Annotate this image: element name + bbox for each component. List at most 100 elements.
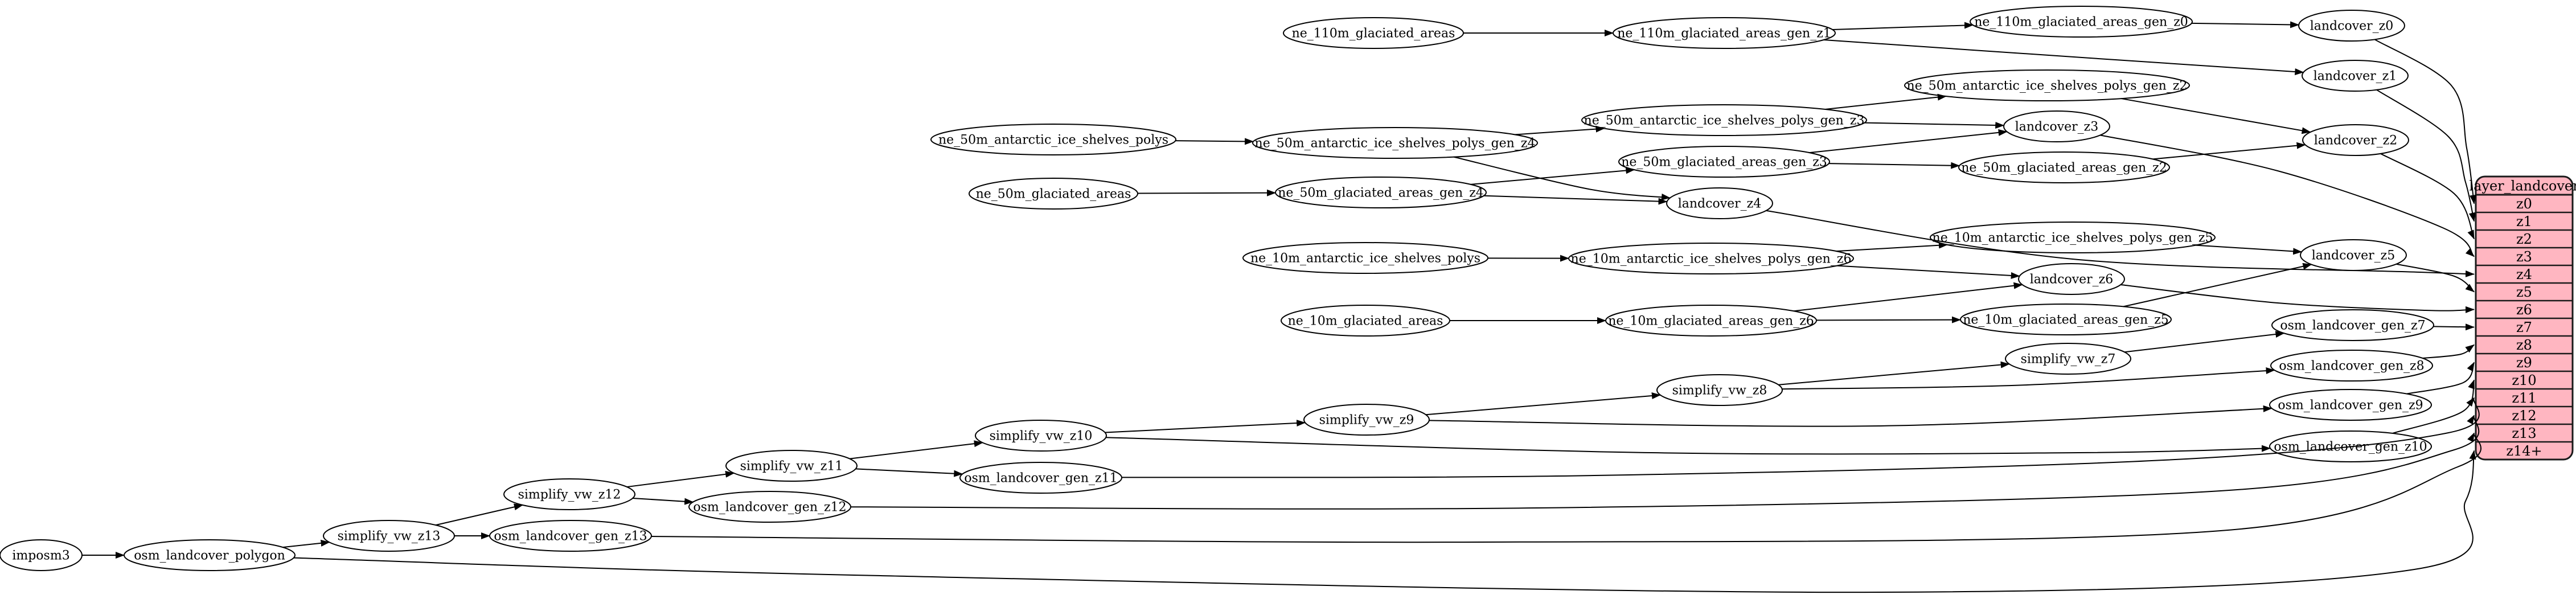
table-row-z6: z6 [2516,302,2532,318]
edge-osm_landcover_gen_z13-to-row-z13 [651,432,2481,543]
node-simplify_vw_z10 [975,420,1107,452]
node-osm_landcover_gen_z7 [2271,309,2434,341]
node-landcover_z6 [2018,263,2125,295]
edge-simplify_vw_z11-to-simplify_vw_z10 [850,440,983,460]
edge-ne_50m_antarctic_ice_shelves_polys_gen_z4-to-ne_50m_antarctic_ice_shelves_polys_gen_z3 [1515,125,1605,136]
edge-landcover_z1-to-row-z1 [2376,89,2476,222]
edge-ne_50m_glaciated_areas_gen_z3-to-landcover_z3 [1809,129,2008,154]
node-osm_landcover_gen_z9 [2269,389,2432,421]
node-label-simplify_vw_z10: simplify_vw_z10 [990,429,1093,444]
node-label-osm_landcover_gen_z11: osm_landcover_gen_z11 [964,471,1117,486]
node-label-osm_landcover_gen_z7: osm_landcover_gen_z7 [2280,319,2425,333]
edge-ne_10m_antarctic_ice_shelves_polys_gen_z6-to-landcover_z6 [1837,265,2020,279]
node-landcover_z1 [2302,60,2409,92]
edge-landcover_z4-to-row-z4 [1766,210,2475,277]
edge-simplify_vw_z8-to-simplify_vw_z7 [1778,361,2010,386]
node-label-ne_50m_glaciated_areas_gen_z2: ne_50m_glaciated_areas_gen_z2 [1961,161,2167,175]
edge-simplify_vw_z10-to-simplify_vw_z9 [1105,420,1306,433]
edge-ne_50m_antarctic_ice_shelves_polys_gen_z3-to-landcover_z3 [1864,121,2005,129]
edge-landcover_z2-to-row-z2 [2380,153,2475,240]
edge-ne_10m_antarctic_ice_shelves_polys_gen_z6-to-ne_10m_antarctic_ice_shelves_polys_gen_z5 [1836,241,1948,252]
table-row-z1: z1 [2516,214,2532,229]
edge-ne_50m_glaciated_areas_gen_z4-to-ne_50m_glaciated_areas_gen_z3 [1470,167,1635,185]
node-label-landcover_z3: landcover_z3 [2015,120,2099,134]
edge-osm_landcover_gen_z11-to-row-z11 [1121,397,2480,478]
node-label-ne_50m_glaciated_areas_gen_z4: ne_50m_glaciated_areas_gen_z4 [1278,186,1484,200]
node-label-osm_landcover_gen_z8: osm_landcover_gen_z8 [2279,359,2424,374]
node-simplify_vw_z11 [725,450,858,482]
node-label-ne_10m_antarctic_ice_shelves_polys_gen_z6: ne_10m_antarctic_ice_shelves_polys_gen_z… [1571,252,1852,266]
edge-ne_50m_antarctic_ice_shelves_polys_gen_z4-to-landcover_z4 [1453,156,1671,200]
table-row-z5: z5 [2516,284,2532,300]
edge-landcover_z5-to-row-z5 [2396,263,2475,293]
table-row-z13: z13 [2512,425,2536,441]
node-label-simplify_vw_z13: simplify_vw_z13 [338,530,441,544]
table-row-z14+: z14+ [2506,443,2542,459]
edge-osm_landcover_polygon-to-row-z14+ [293,450,2476,593]
edge-ne_50m_antarctic_ice_shelves_polys_gen_z2-to-landcover_z2 [2120,98,2311,134]
edge-osm_landcover_gen_z9-to-row-z9 [2406,362,2475,395]
edge-ne_50m_antarctic_ice_shelves_polys_gen_z3-to-ne_50m_antarctic_ice_shelves_polys_gen_z2 [1825,93,1947,110]
node-landcover_z2 [2302,124,2409,156]
graph-edges [82,21,2481,593]
node-label-ne_10m_antarctic_ice_shelves_polys: ne_10m_antarctic_ice_shelves_polys [1250,252,1480,266]
edge-osm_landcover_polygon-to-simplify_vw_z13 [282,539,330,548]
node-label-landcover_z4: landcover_z4 [1678,197,1762,211]
node-ne_10m_antarctic_ice_shelves_polys_gen_z5 [1930,222,2216,253]
edge-ne_50m_glaciated_areas_gen_z2-to-landcover_z2 [2152,142,2306,160]
edge-simplify_vw_z8-to-osm_landcover_gen_z8 [1782,367,2275,390]
node-ne_110m_glaciated_areas_gen_z0 [1970,6,2193,38]
edge-ne_10m_glaciated_areas_gen_z6-to-ne_10m_glaciated_areas_gen_z5 [1816,316,1962,323]
node-label-ne_50m_antarctic_ice_shelves_polys: ne_50m_antarctic_ice_shelves_polys [938,133,1168,147]
edge-ne_10m_glaciated_areas_gen_z5-to-landcover_z5 [2123,263,2312,307]
edge-simplify_vw_z10-to-osm_landcover_gen_z10 [1106,437,2271,455]
layer-landcover-table: layer_landcoverz0z1z2z3z4z5z6z7z8z9z10z1… [2469,175,2576,461]
node-label-ne_110m_glaciated_areas_gen_z0: ne_110m_glaciated_areas_gen_z0 [1974,15,2188,30]
node-label-landcover_z2: landcover_z2 [2314,134,2398,148]
node-label-osm_landcover_gen_z10: osm_landcover_gen_z10 [2274,440,2427,454]
node-label-osm_landcover_gen_z12: osm_landcover_gen_z12 [693,501,846,515]
edge-simplify_vw_z13-to-simplify_vw_z12 [435,503,523,526]
table-header-layer-landcover: layer_landcover [2469,178,2576,194]
table-row-z0: z0 [2516,196,2532,212]
edge-landcover_z0-to-row-z0 [2374,39,2476,204]
node-simplify_vw_z8 [1656,374,1783,406]
edge-ne_10m_antarctic_ice_shelves_polys_gen_z5-to-landcover_z5 [2195,244,2303,255]
node-label-ne_10m_glaciated_areas: ne_10m_glaciated_areas [1288,314,1443,329]
edge-landcover_z6-to-row-z6 [2120,284,2475,313]
edge-ne_50m_glaciated_areas_gen_z3-to-ne_50m_glaciated_areas_gen_z2 [1828,162,1960,169]
table-row-z10: z10 [2512,372,2536,388]
edge-ne_50m_glaciated_areas_gen_z4-to-landcover_z4 [1483,195,1668,205]
node-label-landcover_z5: landcover_z5 [2312,249,2395,263]
edge-osm_landcover_gen_z7-to-row-z7 [2433,323,2475,331]
edge-ne_10m_glaciated_areas_gen_z6-to-landcover_z6 [1794,282,2023,312]
node-label-simplify_vw_z7: simplify_vw_z7 [2021,352,2116,367]
node-label-ne_110m_glaciated_areas: ne_110m_glaciated_areas [1292,27,1455,41]
node-label-simplify_vw_z9: simplify_vw_z9 [1319,413,1414,428]
edge-simplify_vw_z9-to-simplify_vw_z8 [1426,392,1661,416]
node-ne_50m_glaciated_areas_gen_z3 [1618,146,1830,178]
node-label-ne_10m_antarctic_ice_shelves_polys_gen_z5: ne_10m_antarctic_ice_shelves_polys_gen_z… [1933,231,2213,245]
node-label-simplify_vw_z12: simplify_vw_z12 [518,488,621,502]
node-label-ne_10m_glaciated_areas_gen_z6: ne_10m_glaciated_areas_gen_z6 [1608,314,1814,329]
table-row-z4: z4 [2516,266,2532,282]
node-label-osm_landcover_polygon: osm_landcover_polygon [134,549,285,563]
table-row-z7: z7 [2516,319,2532,335]
node-simplify_vw_z12 [503,478,635,510]
table-row-z8: z8 [2516,337,2532,353]
graph-node-shapes [0,6,2434,571]
edge-simplify_vw_z9-to-osm_landcover_gen_z9 [1429,405,2273,427]
node-simplify_vw_z7 [2005,343,2131,375]
edge-simplify_vw_z12-to-simplify_vw_z11 [626,470,735,488]
edge-simplify_vw_z11-to-osm_landcover_gen_z11 [855,468,963,477]
node-label-ne_10m_glaciated_areas_gen_z5: ne_10m_glaciated_areas_gen_z5 [1963,313,2169,327]
node-label-ne_50m_glaciated_areas: ne_50m_glaciated_areas [976,187,1131,202]
node-label-landcover_z6: landcover_z6 [2030,273,2114,287]
edge-simplify_vw_z12-to-osm_landcover_gen_z12 [633,497,694,505]
edge-ne_110m_glaciated_areas_gen_z1-to-ne_110m_glaciated_areas_gen_z0 [1832,22,1974,30]
node-simplify_vw_z9 [1303,404,1430,436]
node-ne_50m_antarctic_ice_shelves_polys_gen_z2 [1904,69,2190,101]
